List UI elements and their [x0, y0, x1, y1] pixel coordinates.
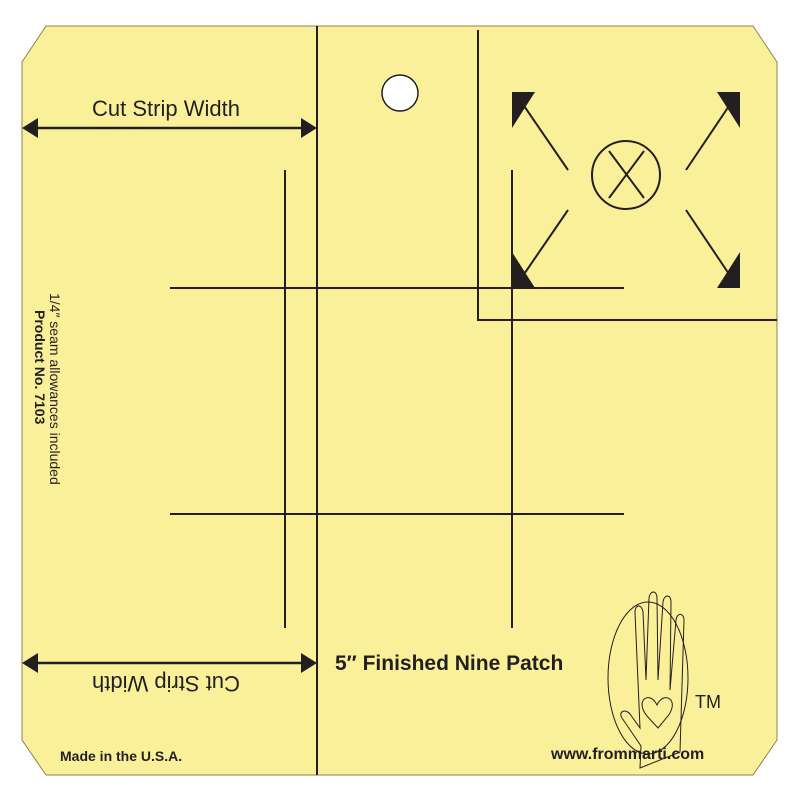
ruler-board: [21, 25, 778, 776]
arrow-nw-icon: [519, 99, 569, 171]
hanging-hole: [381, 74, 419, 112]
arrow-sw-icon: [519, 209, 569, 281]
center-mark-icon: [591, 140, 661, 210]
made-in-usa: Made in the U.S.A.: [60, 748, 183, 764]
cut-strip-width-label-bottom: Cut Strip Width: [92, 671, 240, 696]
seam-allowance-note: 1/4″ seam allowances included: [47, 293, 63, 485]
template-title: 5″ Finished Nine Patch: [335, 652, 564, 675]
corner-square-outline: [477, 30, 777, 321]
arrow-se-icon: [685, 209, 734, 281]
website-link: www.frommarti.com: [551, 746, 705, 763]
product-number: Product No. 7103: [32, 310, 48, 425]
trademark-symbol: TM: [695, 692, 721, 712]
hand-heart-logo: [607, 591, 689, 769]
arrow-ne-icon: [685, 99, 734, 171]
cut-strip-width-label-top: Cut Strip Width: [92, 96, 240, 121]
